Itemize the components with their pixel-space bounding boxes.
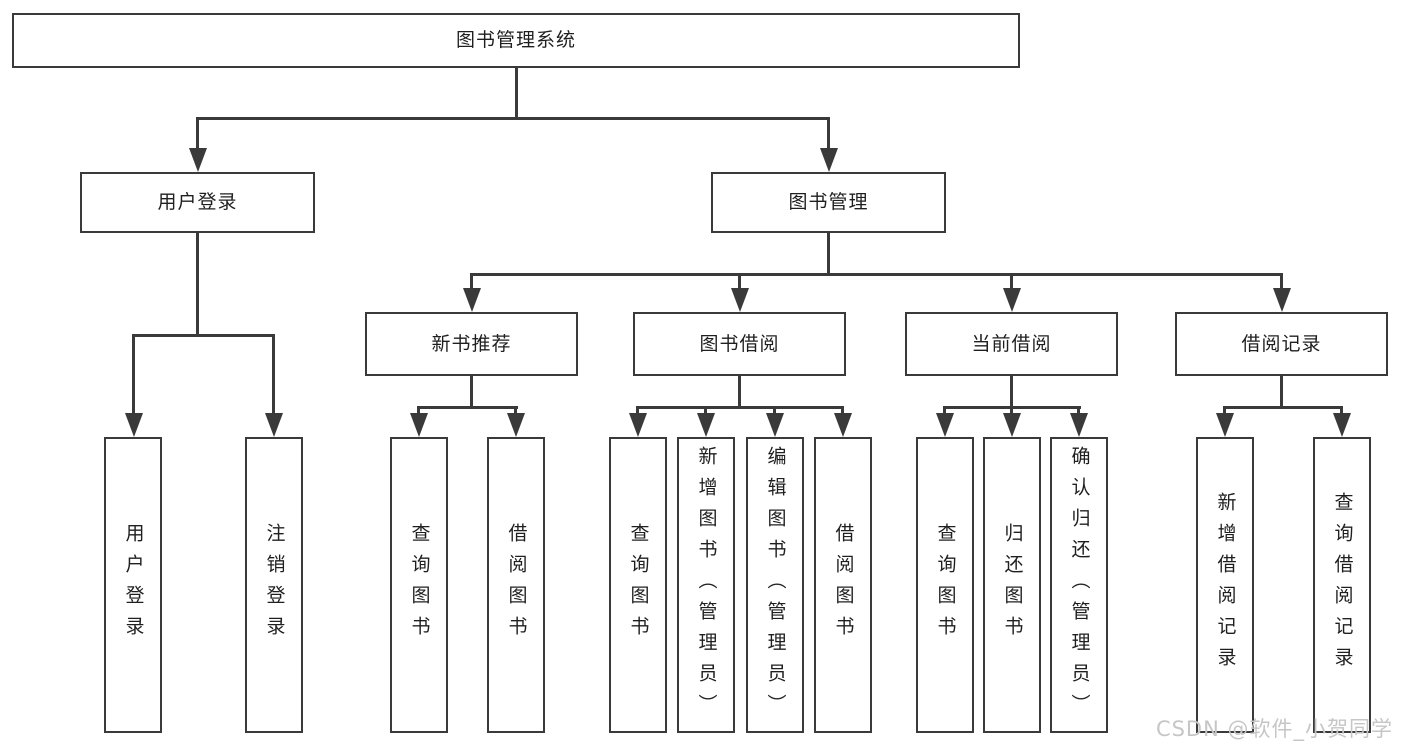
leaf-query-books-recommend: 查询图书 [390,437,448,733]
connector-line [827,233,830,275]
node-label: 用户登录 [122,523,145,647]
connector-line [417,406,420,416]
arrowhead-down [1333,413,1351,437]
arrowhead-down [731,288,749,312]
connector-line [1280,376,1283,409]
node-label: 借阅图书 [505,523,528,647]
csdn-watermark: CSDN @软件_小贺同学 [1155,717,1393,741]
arrowhead-down [629,413,647,437]
node-label: 查询图书 [934,523,957,647]
connector-line [1010,273,1013,291]
connector-line [132,334,275,337]
node-label: 新增图书（管理员） [695,445,718,725]
node-label: 确认归还（管理员） [1068,445,1091,725]
connector-line [470,273,473,291]
node-label: 图书管理 [788,191,869,213]
node-label: 查询图书 [627,523,650,647]
connector-line [417,406,518,409]
connector-line [636,406,639,416]
node-label: 注销登录 [263,523,286,647]
node-label: 图书借阅 [699,332,780,355]
arrowhead-down [1273,288,1291,312]
connector-line [1340,406,1343,416]
connector-line [132,334,135,415]
leaf-borrow-books-recommend: 借阅图书 [487,437,545,733]
leaf-add-book-admin: 新增图书（管理员） [677,437,735,733]
node-user-login-branch: 用户登录 [80,172,315,233]
node-label: 新书推荐 [431,332,512,355]
node-library-system: 图书管理系统 [12,13,1020,68]
arrowhead-down [834,413,852,437]
node-label: 借阅记录 [1241,332,1322,355]
connector-line [738,376,741,409]
connector-line [1010,406,1013,416]
connector-line [196,233,199,336]
connector-line [1077,406,1080,416]
node-label: 新增借阅记录 [1214,492,1237,678]
leaf-confirm-return-admin: 确认归还（管理员） [1050,437,1108,733]
arrowhead-down [265,413,283,437]
leaf-query-books-borrowing: 查询图书 [609,437,667,733]
connector-line [196,117,199,150]
arrowhead-down [766,413,784,437]
node-label: 查询借阅记录 [1331,492,1354,678]
leaf-query-borrow-record: 查询借阅记录 [1313,437,1371,733]
arrowhead-down [1216,413,1234,437]
node-new-book-recommend: 新书推荐 [365,312,578,376]
node-label: 查询图书 [408,523,431,647]
node-current-borrowing: 当前借阅 [905,312,1118,376]
leaf-edit-book-admin: 编辑图书（管理员） [746,437,804,733]
connector-line [1223,406,1226,416]
arrowhead-down [189,148,207,172]
leaf-add-borrow-record: 新增借阅记录 [1196,437,1254,733]
node-label: 图书管理系统 [455,29,576,51]
connector-line [1280,273,1283,291]
connector-line [470,376,473,409]
connector-line [272,334,275,415]
leaf-return-books: 归还图书 [983,437,1041,733]
connector-line [196,117,830,120]
connector-line [773,406,776,416]
connector-line [738,273,741,291]
node-label: 归还图书 [1001,523,1024,647]
connector-line [1010,376,1013,409]
node-label: 借阅图书 [832,523,855,647]
node-book-management-branch: 图书管理 [711,172,946,233]
connector-line [515,68,518,120]
leaf-query-books-current: 查询图书 [916,437,974,733]
arrowhead-down [507,413,525,437]
arrowhead-down [125,413,143,437]
arrowhead-down [410,413,428,437]
connector-line [704,406,707,416]
connector-line [841,406,844,416]
leaf-logout: 注销登录 [245,437,303,733]
arrowhead-down [463,288,481,312]
arrowhead-down [1003,288,1021,312]
node-label: 当前借阅 [971,332,1052,355]
node-book-borrowing: 图书借阅 [633,312,846,376]
connector-line [1223,406,1343,409]
arrowhead-down [1003,413,1021,437]
connector-line [636,406,844,409]
arrowhead-down [1070,413,1088,437]
arrowhead-down [820,148,838,172]
connector-line [514,406,517,416]
node-borrowing-records: 借阅记录 [1175,312,1388,376]
leaf-user-login: 用户登录 [104,437,162,733]
arrowhead-down [936,413,954,437]
node-label: 用户登录 [157,191,238,213]
connector-line [470,273,1283,276]
node-label: 编辑图书（管理员） [764,445,787,725]
arrowhead-down [697,413,715,437]
leaf-borrow-books: 借阅图书 [814,437,872,733]
connector-line [827,117,830,150]
connector-line [943,406,946,416]
